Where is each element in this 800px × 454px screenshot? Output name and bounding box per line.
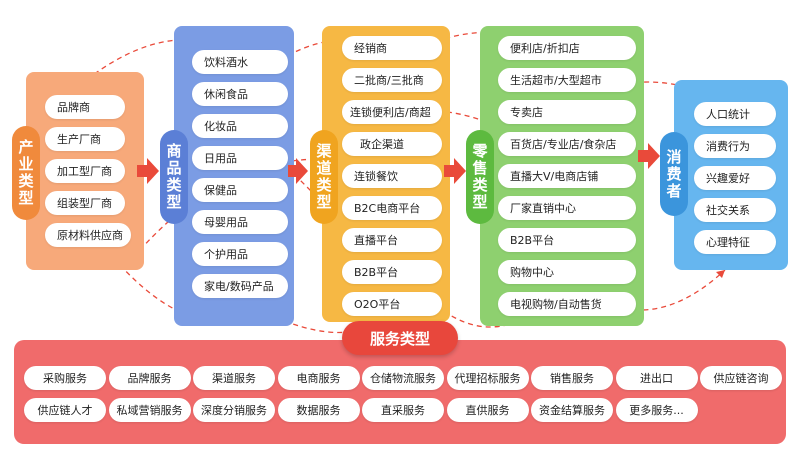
channel-title: 渠道类型 [314,143,333,211]
retail-item: 电视购物/自动售货 [498,292,636,316]
service-item: 私域营销服务 [108,398,191,422]
channel-item: 政企渠道 [342,132,442,156]
flow-arrow [444,165,454,177]
retail-item: 百货店/专业店/食杂店 [498,132,636,156]
product-title: 商品类型 [164,143,183,211]
channel-item: 经销商 [342,36,442,60]
service-item: 采购服务 [24,366,106,390]
service-item: 深度分销服务 [193,398,275,422]
service-item: 电商服务 [277,366,360,390]
channel-item: B2B平台 [342,260,442,284]
retail-tag: 零售类型 [466,130,494,224]
product-item: 日用品 [192,146,288,170]
flow-arrow [137,165,147,177]
channel-item: O2O平台 [342,292,442,316]
retail-item: 生活超市/大型超市 [498,68,636,92]
service-item: 销售服务 [531,366,613,390]
retail-item: 厂家直销中心 [498,196,636,220]
service-panel [14,340,786,444]
product-item: 化妆品 [192,114,288,138]
consumer-tag: 消费者 [660,132,688,216]
industry-item: 加工型厂商 [45,159,125,183]
service-item: 资金结算服务 [531,398,613,422]
channel-item: 二批商/三批商 [342,68,442,92]
consumer-item: 人口统计 [694,102,776,126]
flow-arrow-head [648,143,660,169]
service-item: 直供服务 [446,398,529,422]
consumer-item: 消费行为 [694,134,776,158]
industry-item: 原材料供应商 [45,223,131,247]
industry-item: 组装型厂商 [45,191,125,215]
product-item: 饮料酒水 [192,50,288,74]
channel-item: 连锁餐饮 [342,164,442,188]
product-item: 保健品 [192,178,288,202]
channel-item: 直播平台 [342,228,442,252]
consumer-item: 社交关系 [694,198,776,222]
service-item: 更多服务... [615,398,698,422]
consumer-title: 消费者 [664,148,683,200]
service-item: 仓储物流服务 [362,366,444,390]
flow-arrow-head [147,158,159,184]
retail-item: 购物中心 [498,260,636,284]
product-item: 母婴用品 [192,210,288,234]
channel-tag: 渠道类型 [310,130,338,224]
retail-item: 直播大V/电商店铺 [498,164,636,188]
product-item: 个护用品 [192,242,288,266]
product-item: 家电/数码产品 [192,274,288,298]
product-tag: 商品类型 [160,130,188,224]
retail-item: 专卖店 [498,100,636,124]
industry-title: 产业类型 [16,139,35,207]
flow-arrow-head [296,158,308,184]
industry-tag: 产业类型 [12,126,40,220]
service-item: 数据服务 [277,398,360,422]
industry-item: 生产厂商 [45,127,125,151]
flow-arrow [638,150,648,162]
service-item: 供应链人才 [24,398,106,422]
consumer-item: 兴趣爱好 [694,166,776,190]
channel-item: 连锁便利店/商超 [342,100,442,124]
industry-item: 品牌商 [45,95,125,119]
flow-arrow [288,165,296,177]
service-item: 供应链咨询 [700,366,782,390]
retail-title: 零售类型 [470,143,489,211]
service-item: 渠道服务 [193,366,275,390]
product-item: 休闲食品 [192,82,288,106]
service-item: 品牌服务 [108,366,191,390]
retail-item: B2B平台 [498,228,636,252]
channel-item: B2C电商平台 [342,196,442,220]
service-item: 进出口 [615,366,698,390]
service-item: 直采服务 [362,398,444,422]
service-item: 代理招标服务 [446,366,529,390]
flow-arrow-head [454,158,466,184]
retail-item: 便利店/折扣店 [498,36,636,60]
service-title: 服务类型 [342,321,458,355]
consumer-item: 心理特征 [694,230,776,254]
